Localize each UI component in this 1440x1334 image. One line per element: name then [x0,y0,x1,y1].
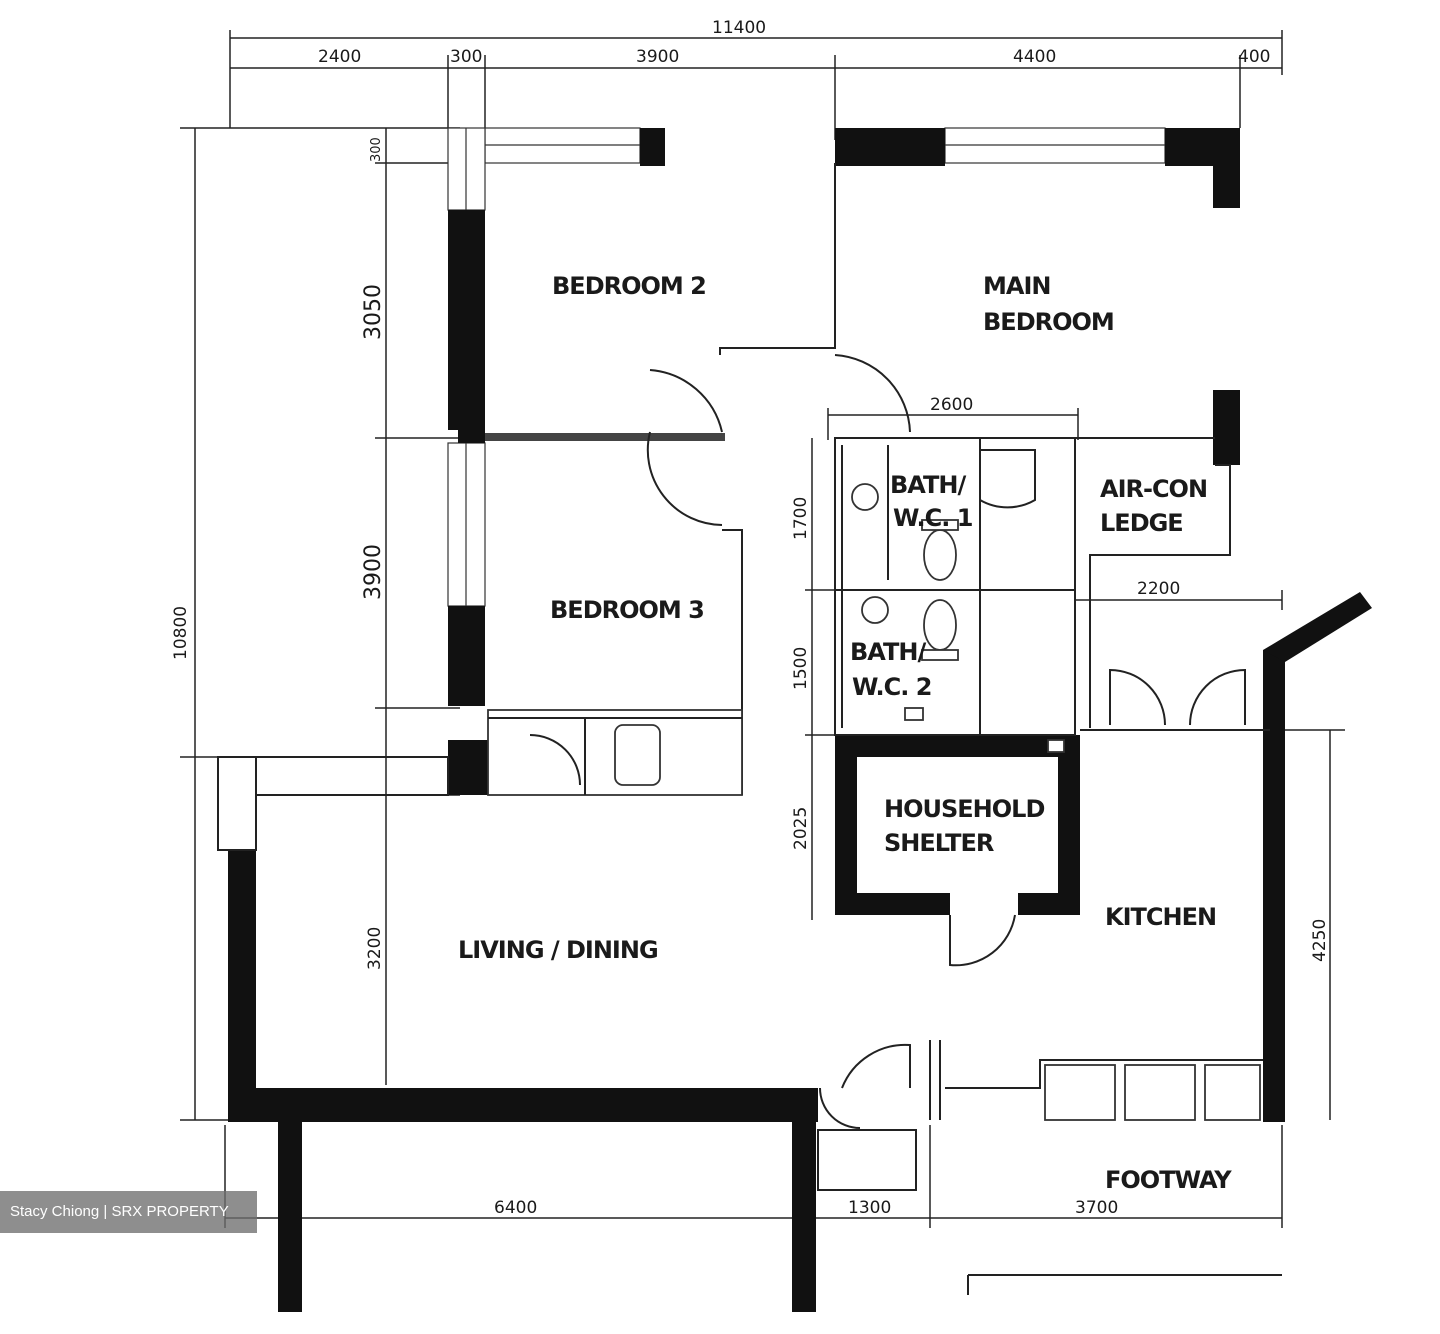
label-aircon-b: LEDGE [1100,509,1183,537]
dim-inner-2200: 2200 [1137,579,1180,599]
label-bath-2-a: BATH/ [850,638,926,666]
label-footway: FOOTWAY [1105,1166,1232,1194]
dim-inner-2025: 2025 [791,807,811,850]
dim-inner-1700: 1700 [791,497,811,540]
label-bath-2-b: W.C. 2 [852,673,931,701]
dim-inner-2600: 2600 [930,395,973,415]
label-shelter-b: SHELTER [884,829,994,857]
dim-top-2400: 2400 [318,47,361,67]
label-aircon-a: AIR-CON [1100,475,1207,503]
dim-top-4400: 4400 [1013,47,1056,67]
door-swings [646,354,1246,1129]
dim-left-300: 300 [369,137,384,162]
dim-bottom-1300: 1300 [848,1198,891,1218]
dim-overall-width: 11400 [712,18,766,38]
label-bath-1-b: W.C. 1 [893,504,973,532]
dim-left-overall: 10800 [171,606,191,660]
label-shelter-a: HOUSEHOLD [884,795,1044,823]
dim-bottom-6400: 6400 [494,1198,537,1218]
dimension-labels: 11400 2400 300 3900 4400 400 2600 2200 6… [171,18,1330,1218]
fixtures [529,445,1065,795]
dim-left-3900: 3900 [361,544,386,600]
dim-right-4250: 4250 [1310,919,1330,962]
watermark: Stacy Chiong | SRX PROPERTY [0,1191,257,1233]
dim-top-400: 400 [1238,47,1270,67]
label-main-bedroom-1: MAIN [983,272,1050,300]
dim-left-3050: 3050 [361,284,386,340]
room-labels: BEDROOM 2 MAIN BEDROOM BEDROOM 3 BATH/ W… [458,272,1233,1194]
label-main-bedroom-2: BEDROOM [983,308,1114,336]
walls [228,128,1372,1312]
dim-inner-1500: 1500 [791,647,811,690]
label-bath-1-a: BATH/ [890,471,966,499]
label-living-dining: LIVING / DINING [458,936,658,964]
dim-top-3900: 3900 [636,47,679,67]
windows [447,127,1166,607]
label-bedroom-3: BEDROOM 3 [550,596,704,624]
label-bedroom-2: BEDROOM 2 [552,272,706,300]
dim-top-300: 300 [450,47,482,67]
dim-left-3200: 3200 [365,927,385,970]
label-kitchen: KITCHEN [1105,903,1216,931]
dim-bottom-3700: 3700 [1075,1198,1118,1218]
